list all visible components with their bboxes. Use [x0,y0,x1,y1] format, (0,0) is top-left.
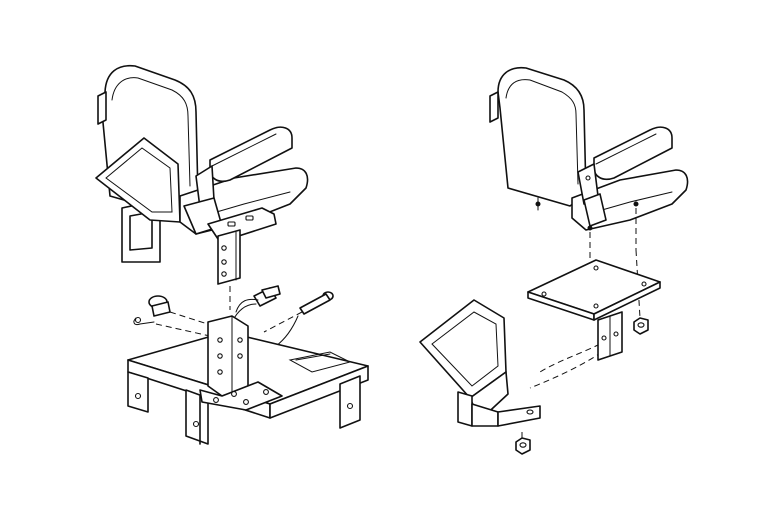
mount-plate-right [527,259,661,321]
left-seat-assembly [95,64,369,445]
seat-hinge-right [583,193,639,231]
mount-pin-right [263,291,334,347]
seat-side-guard [95,137,181,223]
seat-back-right [489,66,587,211]
base-legs [127,371,361,445]
clip-pin [133,316,211,337]
seat-post [207,315,249,397]
right-seat-assembly [419,66,689,455]
nut-right-upper [633,317,649,335]
plate-bracket-right [597,311,623,361]
post-base-gusset [199,381,283,411]
wire-connector [231,285,281,323]
seat-armrest-right [577,126,673,205]
seat-slide-bracket [217,229,241,285]
l-bracket-right [457,391,541,427]
nut-right-lower [515,437,531,455]
mount-bolt-left [148,295,215,327]
